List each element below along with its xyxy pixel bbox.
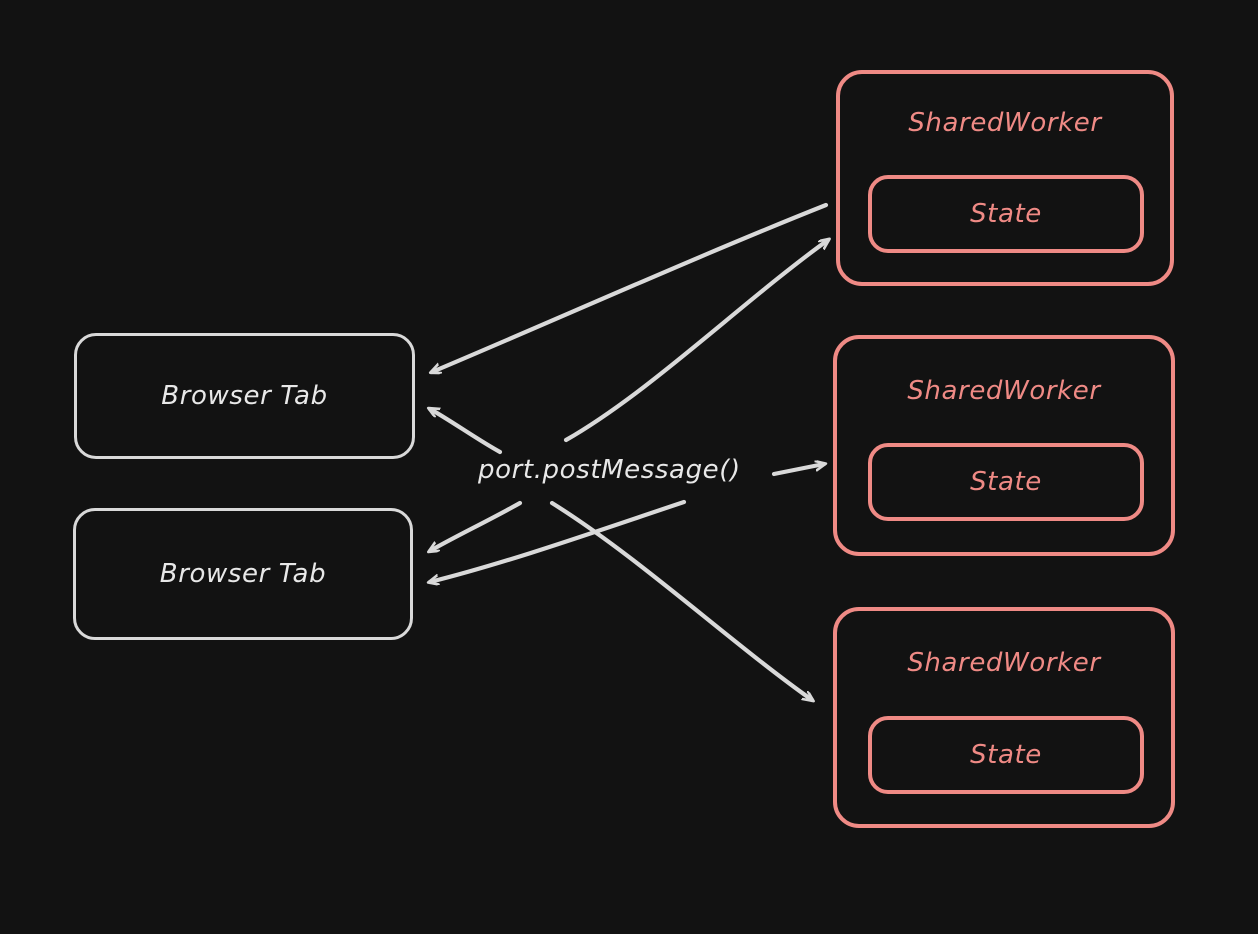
shared-worker-title-1: SharedWorker bbox=[908, 108, 1102, 138]
edge-hub-to-worker3 bbox=[549, 500, 812, 700]
state-node-1[interactable]: State bbox=[868, 175, 1144, 253]
shared-worker-title-2: SharedWorker bbox=[907, 376, 1101, 406]
shared-worker-node-3[interactable]: SharedWorker bbox=[833, 607, 1175, 828]
state-label-2: State bbox=[970, 467, 1042, 497]
edge-label-post-message: port.postMessage() bbox=[478, 455, 741, 485]
shared-worker-node-1[interactable]: SharedWorker bbox=[836, 70, 1174, 286]
state-label-3: State bbox=[970, 740, 1042, 770]
browser-tab-label-1: Browser Tab bbox=[161, 381, 328, 411]
browser-tab-label-2: Browser Tab bbox=[159, 559, 327, 589]
edge-worker-area-to-tab2 bbox=[430, 499, 687, 582]
edge-hub-to-tab1 bbox=[430, 409, 503, 455]
edge-worker1-to-tab1 bbox=[432, 202, 829, 372]
edge-hub-to-tab2 bbox=[430, 500, 523, 551]
state-label-1: State bbox=[970, 199, 1042, 229]
browser-tab-node-1[interactable]: Browser Tab bbox=[74, 333, 415, 459]
edge-hub-to-worker2 bbox=[771, 464, 824, 477]
browser-tab-node-2[interactable]: Browser Tab bbox=[73, 508, 413, 640]
state-node-3[interactable]: State bbox=[868, 716, 1144, 794]
shared-worker-title-3: SharedWorker bbox=[907, 648, 1101, 678]
shared-worker-node-2[interactable]: SharedWorker bbox=[833, 335, 1175, 556]
edge-hub-to-worker1 bbox=[563, 240, 828, 443]
state-node-2[interactable]: State bbox=[868, 443, 1144, 521]
